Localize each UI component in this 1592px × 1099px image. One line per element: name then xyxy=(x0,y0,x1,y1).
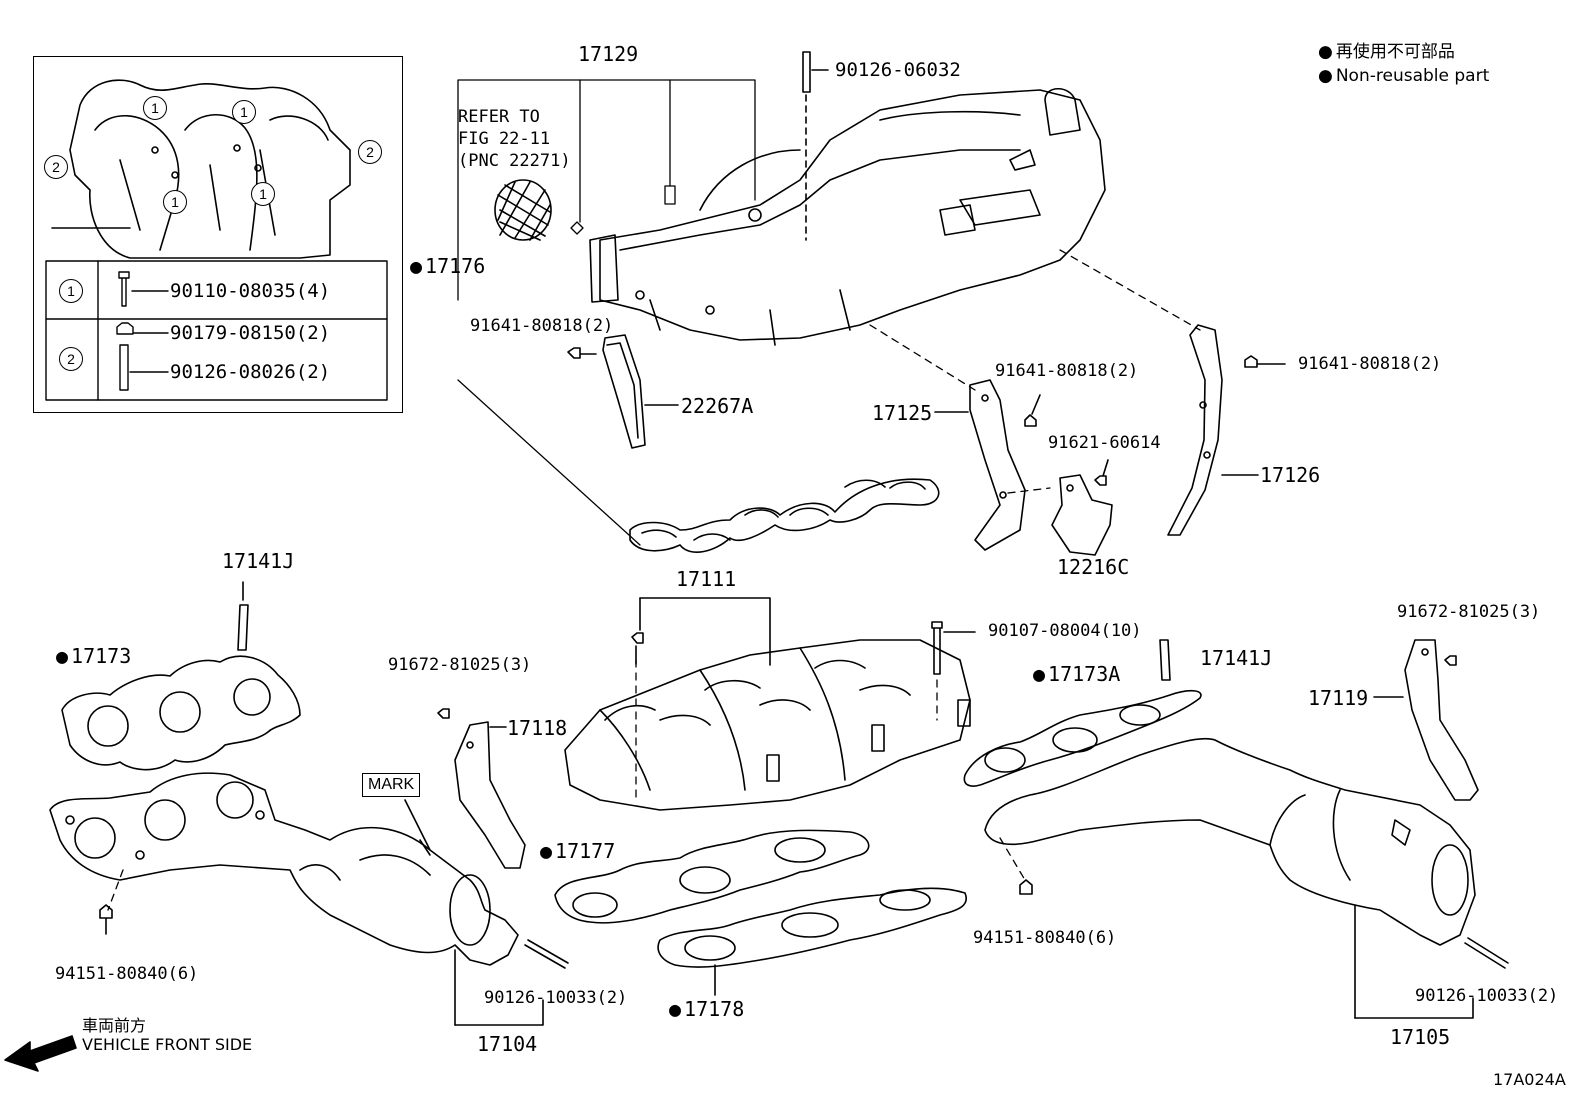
label-17141J-right: 17141J xyxy=(1200,646,1273,670)
gasket-17177 xyxy=(554,829,870,924)
figure-code: 17A024A xyxy=(1493,1070,1566,1089)
dashed-guides xyxy=(107,249,1201,911)
inset-callout: 1 xyxy=(251,182,275,206)
label-90126-10033-right: 90126-10033(2) xyxy=(1415,986,1559,1006)
label-90126-06032: 90126-06032 xyxy=(835,59,961,81)
stud-90126-06032 xyxy=(802,51,829,241)
label-17173A: 17173A xyxy=(1033,664,1120,684)
inset-frame xyxy=(33,56,403,413)
inset-callout: 2 xyxy=(44,155,68,179)
label-22267A: 22267A xyxy=(681,394,754,418)
inset-row2-part-b: 90126-08026(2) xyxy=(170,361,331,383)
label-91621-60614: 91621-60614 xyxy=(1048,433,1161,453)
gasket-17176 xyxy=(629,478,940,553)
label-17176: 17176 xyxy=(410,256,485,276)
legend-en: Non-reusable part xyxy=(1318,68,1489,85)
inset-callout: 1 xyxy=(232,100,256,124)
label-17105: 17105 xyxy=(1390,1025,1451,1049)
exhaust-manifold-left xyxy=(49,772,569,1026)
front-label-jp: 車両前方 xyxy=(82,1016,147,1035)
vehicle-front-arrow xyxy=(4,1035,77,1072)
label-17104: 17104 xyxy=(477,1032,538,1056)
label-17177: 17177 xyxy=(540,841,615,861)
bracket-17125 xyxy=(934,379,1041,551)
label-91641-left: 91641-80818(2) xyxy=(470,316,614,336)
plate-12216C xyxy=(1051,459,1113,556)
inset-row2-number: 2 xyxy=(59,347,83,371)
label-91672-right: 91672-81025(3) xyxy=(1397,602,1541,622)
label-17129: 17129 xyxy=(578,42,639,66)
intake-plenum xyxy=(589,87,1106,346)
label-94151-right: 94151-80840(6) xyxy=(973,928,1117,948)
intake-manifold xyxy=(564,597,976,811)
inset-callout: 1 xyxy=(143,96,167,120)
legend-jp-text: 再使用不可部品 xyxy=(1335,42,1455,62)
gasket-17173 xyxy=(61,655,301,771)
gasket-17178 xyxy=(657,887,967,996)
label-17111: 17111 xyxy=(676,567,737,591)
legend-jp: 再使用不可部品 xyxy=(1318,44,1455,61)
label-17141J-left: 17141J xyxy=(222,549,295,573)
inset-row2-part-a: 90179-08150(2) xyxy=(170,322,331,344)
bracket-17118 xyxy=(404,708,526,869)
label-91641-right: 91641-80818(2) xyxy=(1298,354,1442,374)
inset-manifold-sketch xyxy=(51,79,351,259)
label-12216C: 12216C xyxy=(1057,555,1130,579)
inset-table-grid xyxy=(45,260,388,401)
bracket-22267A xyxy=(567,334,679,449)
label-17119: 17119 xyxy=(1308,686,1369,710)
refer-to-note: REFER TO FIG 22-11 (PNC 22271) xyxy=(458,107,571,171)
mark-tag: MARK xyxy=(362,773,421,797)
bracket-17119 xyxy=(1373,639,1479,801)
inset-row1-number: 1 xyxy=(59,279,83,303)
label-17126: 17126 xyxy=(1260,463,1321,487)
inset-callout: 2 xyxy=(358,140,382,164)
label-91641-middle: 91641-80818(2) xyxy=(995,361,1139,381)
stud-17141J-left xyxy=(237,581,249,651)
label-94151-left: 94151-80840(6) xyxy=(55,964,199,984)
label-91672-left: 91672-81025(3) xyxy=(388,655,532,675)
label-17173: 17173 xyxy=(56,646,131,666)
label-17178: 17178 xyxy=(669,999,744,1019)
gasket-17173A xyxy=(963,639,1202,787)
front-label-en: VEHICLE FRONT SIDE xyxy=(82,1035,253,1054)
exhaust-manifold-right xyxy=(984,737,1509,1019)
label-17125: 17125 xyxy=(872,401,933,425)
legend-en-text: Non-reusable part xyxy=(1335,66,1490,86)
inset-row1-part: 90110-08035(4) xyxy=(170,280,331,302)
bracket-17126 xyxy=(1167,324,1286,536)
screen-17176 xyxy=(494,179,552,241)
leaders-17129 xyxy=(457,79,756,546)
label-90126-10033-left: 90126-10033(2) xyxy=(484,988,628,1008)
label-17118: 17118 xyxy=(507,716,568,740)
label-90107-08004: 90107-08004(10) xyxy=(988,621,1142,641)
inset-callout: 1 xyxy=(163,190,187,214)
